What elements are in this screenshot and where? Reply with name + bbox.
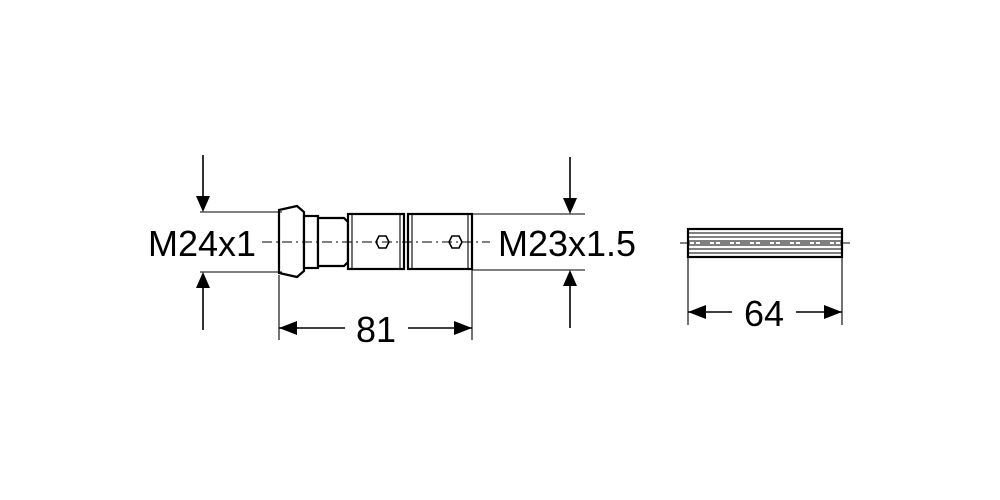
handle-part [680,227,850,259]
right-thread-dimension: M23x1.5 [472,157,636,328]
length-label: 81 [356,309,396,350]
arrow-right-icon [824,305,842,319]
arrow-down-icon [563,198,577,214]
left-thread-dimension: M24x1 [148,155,282,330]
arrow-left-icon [279,321,297,335]
arrow-left-icon [688,305,706,319]
length-dimension: 81 [278,270,473,350]
arrow-up-icon [563,270,577,286]
left-thread-label: M24x1 [148,223,256,264]
arrow-right-icon [454,321,472,335]
handle-length-dimension: 64 [687,257,843,334]
handle-length-label: 64 [744,293,784,334]
right-thread-label: M23x1.5 [498,223,636,264]
arrow-down-icon [196,196,210,212]
spindle-part [262,204,490,279]
arrow-up-icon [196,272,210,288]
